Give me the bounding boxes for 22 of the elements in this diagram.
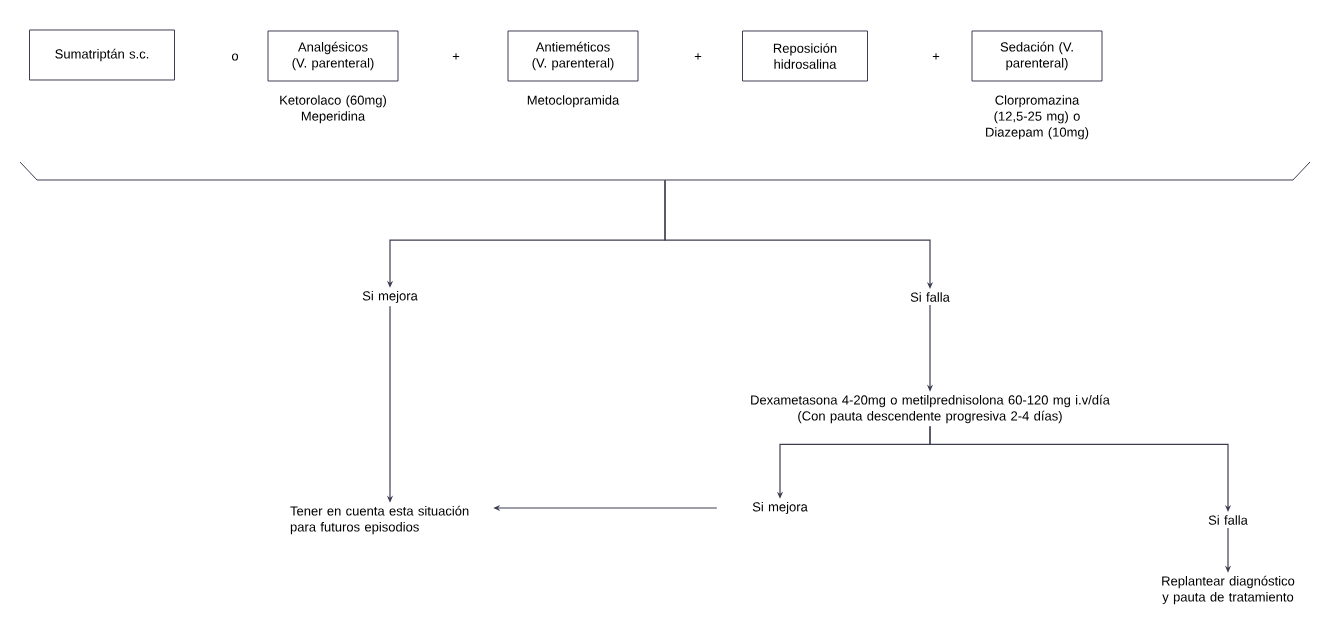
outcome-text: Si falla xyxy=(910,292,950,302)
arrow xyxy=(929,425,1232,512)
outcome-text: Si falla xyxy=(1208,515,1248,525)
operator-sign: + xyxy=(694,53,702,60)
operator-sign: + xyxy=(932,53,940,60)
operator-sign: o xyxy=(231,53,239,61)
treatment-box: Antieméticos (V. parenteral) xyxy=(507,30,639,82)
treatment-box: Sumatriptán s.c. xyxy=(29,29,175,81)
drug-text: Ketorolaco (60mg) Meperidina xyxy=(280,95,386,124)
arrow xyxy=(664,179,934,289)
treatment-box: Reposición hidrosalina xyxy=(742,30,868,82)
treatment-box: Sedación (V. parenteral) xyxy=(971,30,1103,82)
outcome-text: Dexametasona 4-20mg o metilprednisolona 60-120 mg i.v/día (Con pauta descendente progresiva 2-4 días) xyxy=(751,394,1110,424)
outcome-text: Replantear diagnóstico y pauta de tratamiento xyxy=(1162,575,1295,605)
operator-sign: + xyxy=(452,53,460,60)
treatment-box: Analgésicos (V. parenteral) xyxy=(267,30,399,82)
bracket xyxy=(19,161,1311,181)
outcome-text: Si mejora xyxy=(752,501,808,515)
outcome-text: Si mejora xyxy=(362,290,418,304)
drug-text: Metoclopramida xyxy=(527,95,620,108)
drug-text: Clorpromazina (12,5-25 mg) o Diazepam (10mg) xyxy=(986,95,1089,140)
outcome-text: Tener en cuenta esta situación para futuros episodios xyxy=(290,505,469,535)
